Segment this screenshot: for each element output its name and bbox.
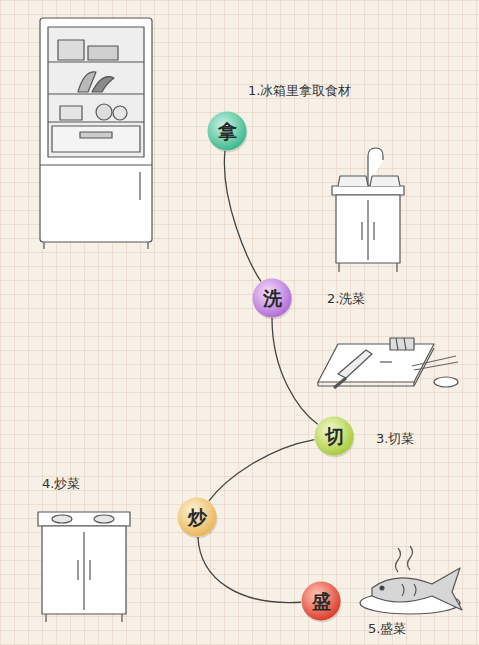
step-circle: 炒 [177,497,217,537]
step-circle: 洗 [252,278,292,318]
step-text: 盛 [301,581,341,621]
step-circle: 切 [314,416,354,456]
step-label: 3.切菜 [376,430,414,448]
step-label: 2.洗菜 [327,290,365,308]
flow-connector [198,537,301,603]
step-text: 拿 [207,111,247,151]
step-label: 1.冰箱里拿取食材 [248,82,351,100]
step-text: 洗 [252,278,292,318]
step-text: 切 [314,416,354,456]
step-circle: 盛 [301,581,341,621]
flow-connector [272,318,318,424]
step-label: 4.炒菜 [42,475,80,493]
flow-connector [209,440,314,501]
step-text: 炒 [177,497,217,537]
step-circle: 拿 [207,111,247,151]
step-label: 5.盛菜 [368,620,406,638]
flow-connector [224,151,261,281]
